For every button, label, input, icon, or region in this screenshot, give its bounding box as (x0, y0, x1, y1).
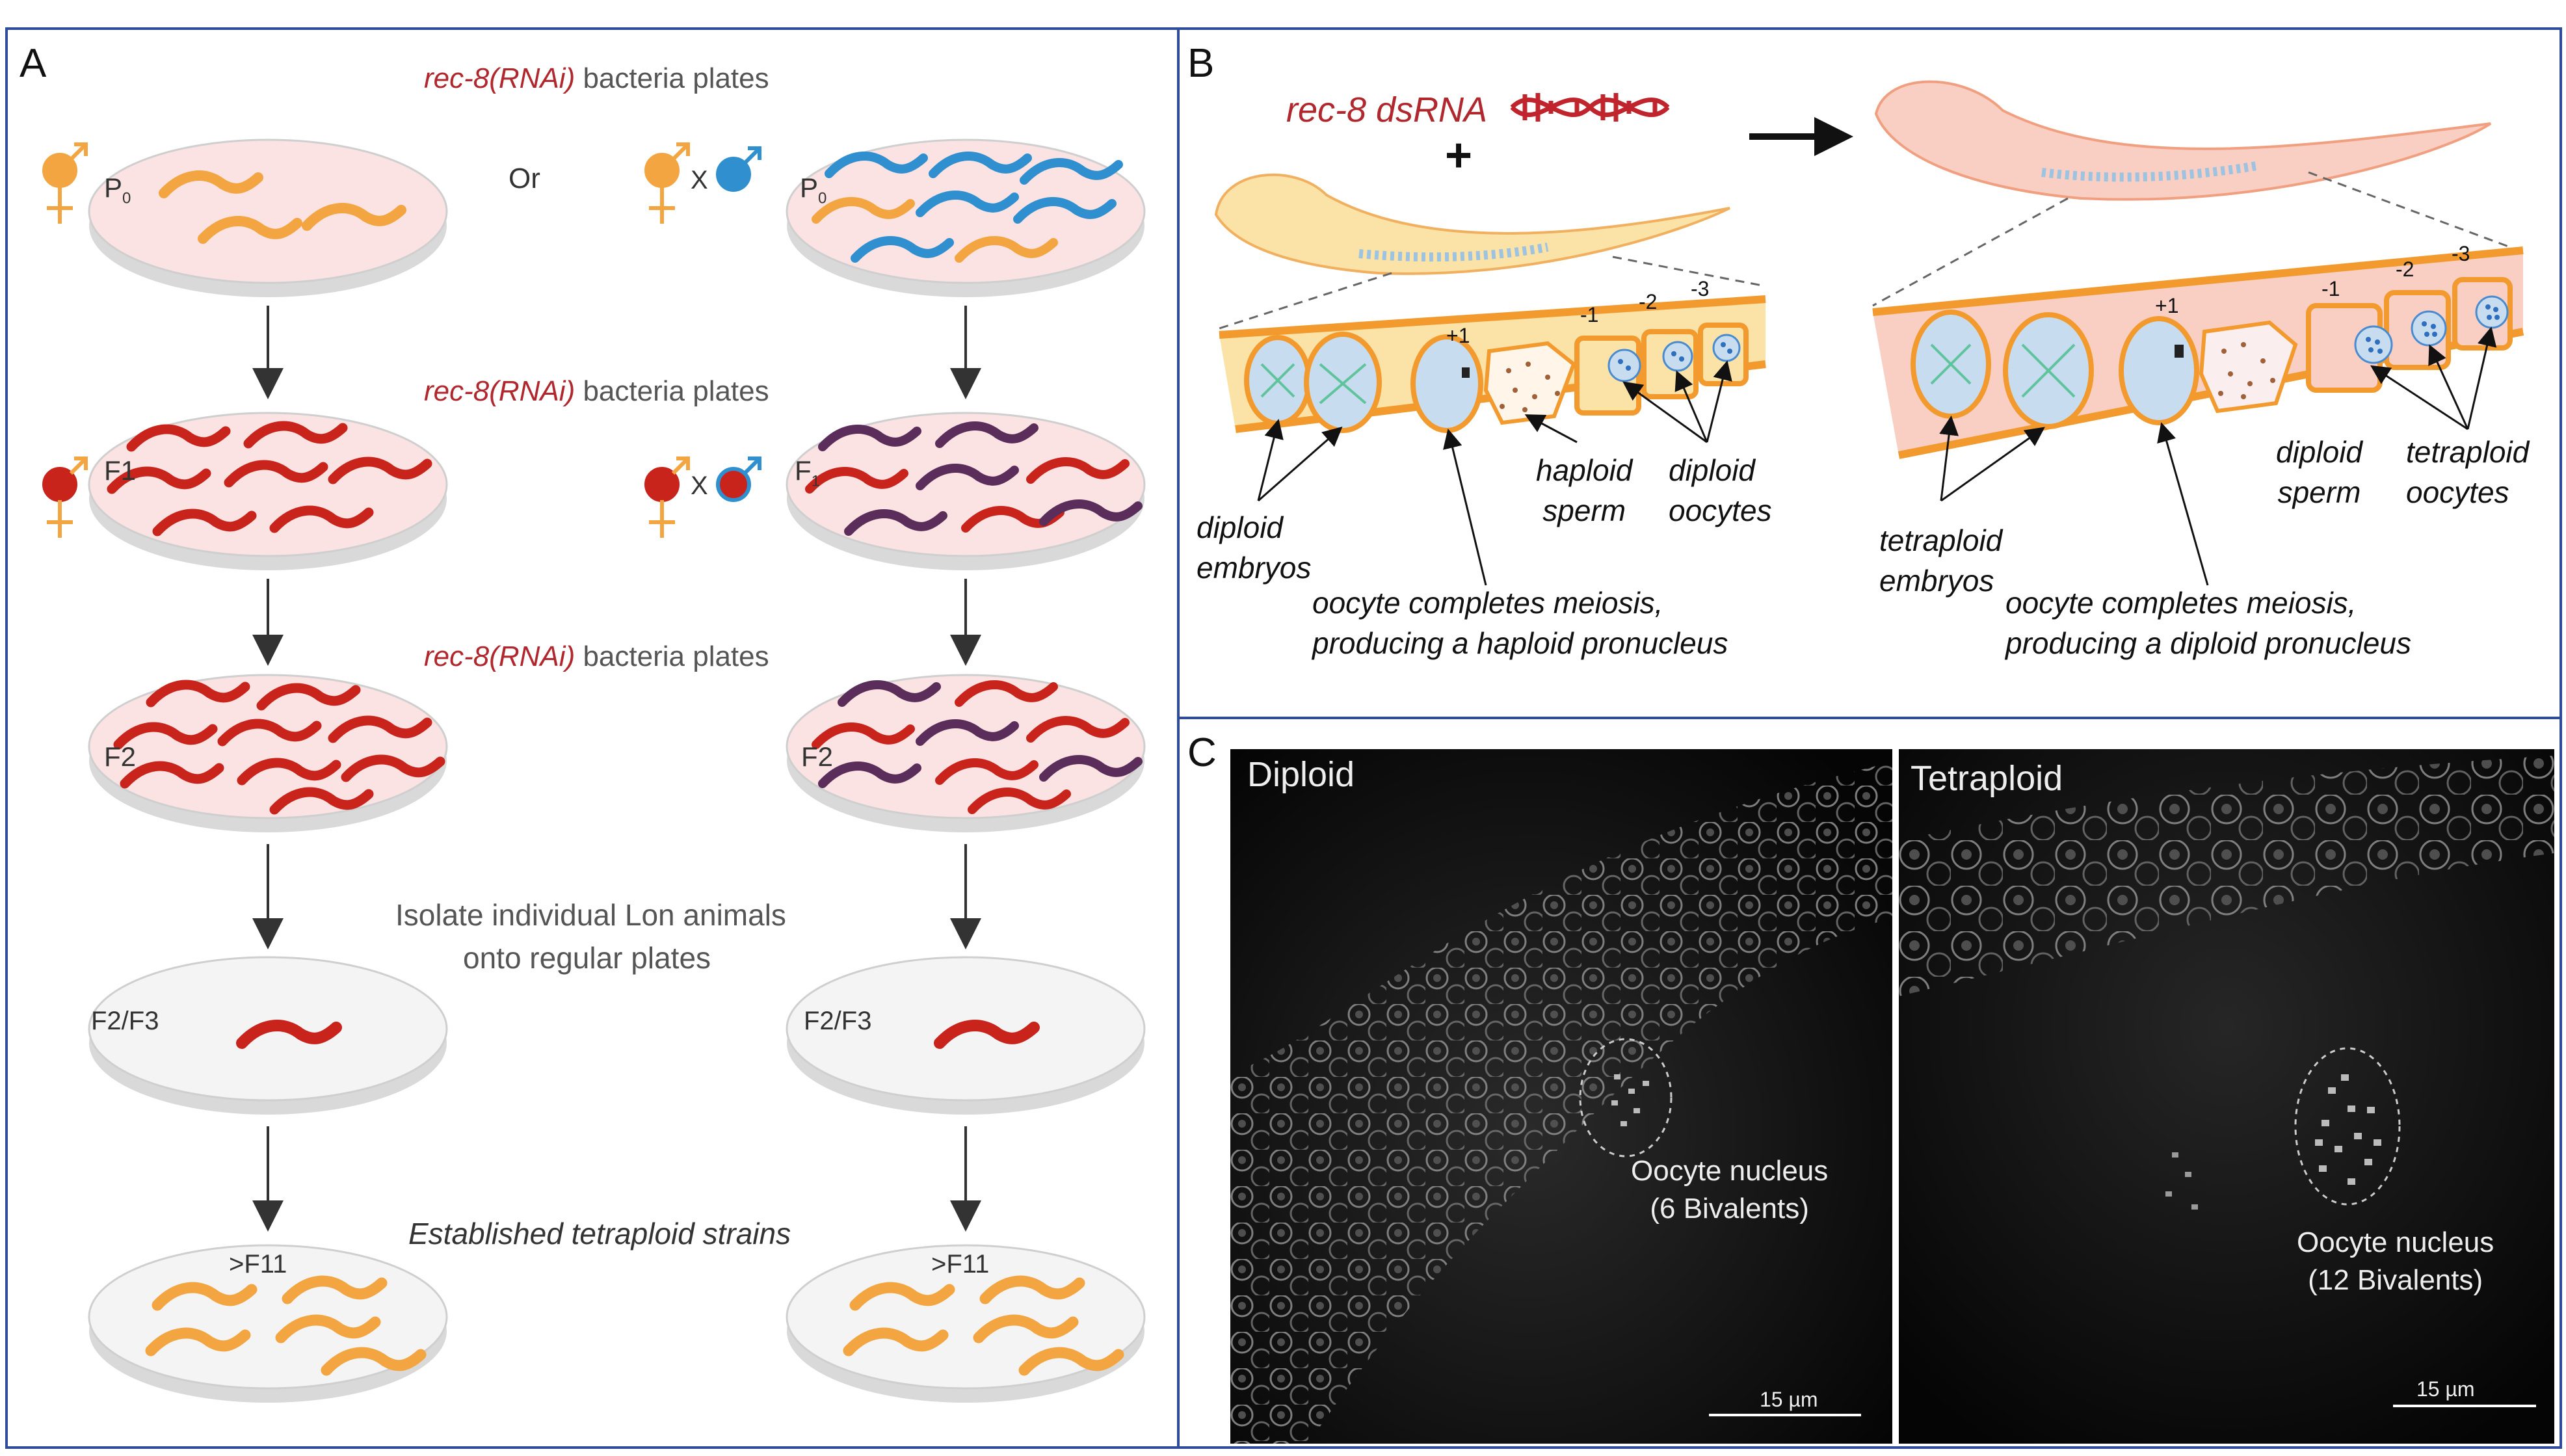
gen-f1-left: F1 (104, 455, 137, 486)
gonad-diploid (1219, 295, 1766, 586)
pos-left-minus2: -2 (1639, 290, 1658, 313)
symbol-male-p0 (716, 146, 761, 192)
isolate-label-line2: onto regular plates (463, 941, 711, 975)
diploid-scale-label: 15 µm (1760, 1388, 1818, 1411)
symbol-male-f1 (716, 457, 761, 502)
plus-sign: + (1445, 129, 1473, 181)
symbol-hermaphrodite-f1-left (42, 457, 88, 538)
cross-x-f1: X (691, 471, 708, 500)
pos-right-minus1: -1 (2321, 277, 2340, 300)
gen-p0-left: P0 (104, 172, 131, 207)
worm-tetraploid-icon (1874, 80, 2492, 201)
or-label: Or (509, 163, 540, 194)
micrograph-tetraploid (1899, 749, 2554, 1444)
gen-f2f3-left: F2/F3 (91, 1007, 159, 1035)
pos-left-minus3: -3 (1691, 277, 1710, 300)
panel-a-letter: A (20, 41, 47, 86)
panel-b-letter: B (1187, 41, 1215, 86)
gonad-tetraploid (1872, 246, 2524, 586)
micrograph-diploid-image (1230, 749, 1892, 1444)
gen-f11-left: >F11 (229, 1250, 287, 1278)
panel-c-letter: C (1187, 730, 1217, 775)
panel-c-frame (1177, 717, 2562, 1449)
micrograph-tetraploid-title: Tetraploid (1911, 759, 2063, 798)
gen-f2-left: F2 (104, 741, 137, 772)
micrograph-diploid (1230, 749, 1892, 1444)
established-label: Established tetraploid strains (408, 1217, 791, 1251)
label-left-meiosis: oocyte completes meiosis,producing a hap… (1312, 586, 1728, 660)
gen-f1-right: F1 (795, 455, 821, 490)
zoom-lines (1219, 171, 2511, 330)
bacteria-plate-label-2: rec-8(RNAi) bacteria plates (424, 375, 769, 407)
gen-p0-right: P0 (800, 172, 827, 207)
dna-helix-icon (1510, 93, 1670, 122)
pos-left-minus1: -1 (1580, 303, 1599, 326)
micrograph-diploid-title: Diploid (1247, 755, 1355, 794)
gen-f2-right: F2 (801, 741, 834, 772)
symbol-hermaphrodite-f1-right (644, 457, 690, 538)
pos-right-plus1: +1 (2155, 294, 2179, 317)
panel-a-arrows (252, 306, 981, 1232)
tetraploid-scale-label: 15 µm (2416, 1377, 2475, 1401)
gen-f2f3-right: F2/F3 (804, 1007, 872, 1035)
diploid-nucleus-label: Oocyte nucleus(6 Bivalents) (1631, 1155, 1829, 1224)
symbol-hermaphrodite-p0-left (42, 142, 88, 224)
bacteria-plate-label-3: rec-8(RNAi) bacteria plates (424, 641, 769, 672)
pos-right-minus2: -2 (2396, 258, 2414, 281)
tetraploid-nucleus-label: Oocyte nucleus(12 Bivalents) (2297, 1226, 2494, 1296)
dsrna-label: rec-8 dsRNA (1286, 90, 1488, 129)
symbol-hermaphrodite-p0-right (644, 142, 690, 224)
micrograph-tetraploid-image (1899, 749, 2554, 1444)
worm-diploid-icon (1214, 173, 1730, 275)
label-right-meiosis: oocyte completes meiosis,producing a dip… (2005, 586, 2411, 660)
cross-x-p0: X (691, 166, 708, 194)
isolate-label-line1: Isolate individual Lon animals (395, 898, 786, 932)
pos-right-minus3: -3 (2452, 242, 2470, 265)
gen-f11-right: >F11 (931, 1250, 990, 1278)
pos-left-plus1: +1 (1446, 324, 1470, 347)
bacteria-plate-label-1: rec-8(RNAi) bacteria plates (424, 62, 769, 94)
